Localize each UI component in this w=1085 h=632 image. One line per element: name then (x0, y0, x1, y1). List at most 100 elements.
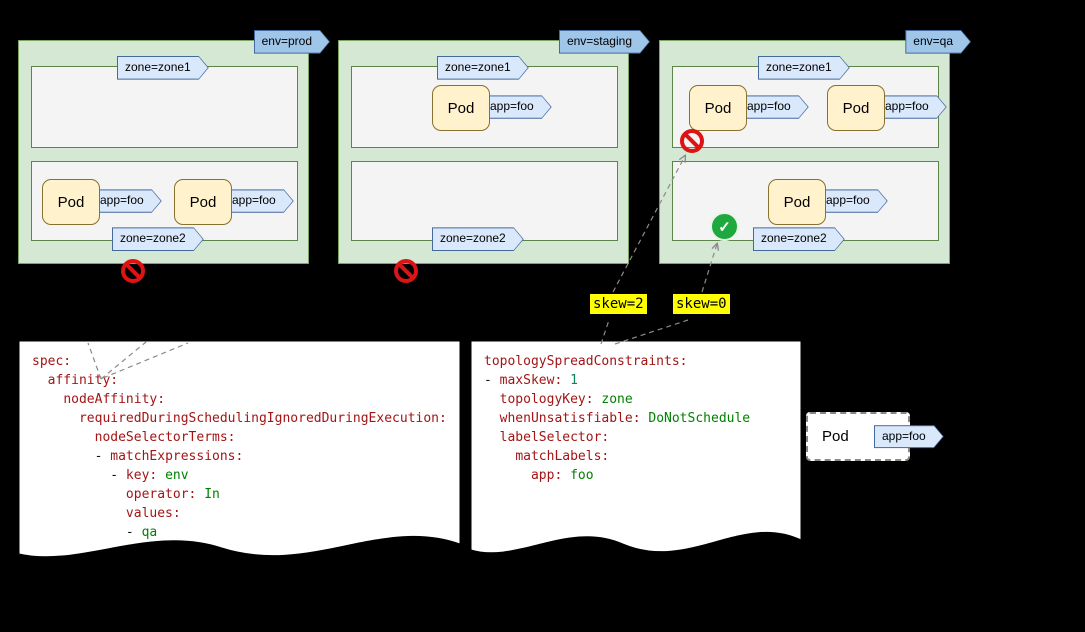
app-label-tag-text: app=foo (483, 96, 551, 118)
yaml-token (562, 373, 570, 388)
incoming-pod-app-tag-text: app=foo (875, 426, 943, 448)
incoming-pod-label: Pod (822, 428, 849, 445)
pod: Pod (768, 179, 826, 225)
pod: Pod (689, 85, 747, 131)
yaml-token (32, 411, 79, 426)
yaml-token: 1 (570, 373, 578, 388)
env-label-tag: env=staging (559, 30, 650, 54)
zone-label-tag-text: zone=zone1 (438, 57, 528, 79)
yaml-token (32, 392, 63, 407)
env-label-tag: env=prod (254, 30, 330, 54)
yaml-token: nodeAffinity: (63, 392, 166, 407)
yaml-token: In (204, 487, 220, 502)
accepted-icon (710, 212, 739, 241)
yaml-token: - (32, 468, 126, 483)
zone-label-tag-text: zone=zone1 (118, 57, 208, 79)
yaml-token (484, 430, 500, 445)
zone-label-tag: zone=zone2 (112, 227, 204, 251)
app-label-tag: app=foo (739, 95, 809, 119)
yaml-token: matchExpressions: (110, 449, 244, 464)
zone-label-tag: zone=zone2 (432, 227, 524, 251)
yaml-token: affinity: (47, 373, 119, 388)
env-label-tag-text: env=qa (906, 31, 970, 53)
yaml-token (484, 392, 500, 407)
env-label-tag-text: env=prod (255, 31, 329, 53)
node-affinity-yaml: spec: affinity: nodeAffinity: requiredDu… (18, 340, 461, 572)
yaml-token: labelSelector: (499, 430, 610, 445)
zone-label-tag-text: zone=zone2 (113, 228, 203, 250)
zone-box: zone=zone2 (351, 161, 618, 241)
yaml-token: - (32, 449, 111, 464)
yaml-token (484, 449, 515, 464)
document-shape (18, 340, 461, 558)
yaml-token (32, 430, 95, 445)
yaml-token: zone (601, 392, 633, 407)
app-label-tag: app=foo (877, 95, 947, 119)
yaml-token: maxSkew: (499, 373, 563, 388)
yaml-token: values: (125, 506, 181, 521)
yaml-code: spec: affinity: nodeAffinity: requiredDu… (18, 340, 461, 542)
rejected-icon (680, 129, 704, 153)
app-label-tag: app=foo (818, 189, 888, 213)
yaml-token: whenUnsatisfiable: (499, 411, 641, 426)
yaml-token: key: (125, 468, 158, 483)
yaml-token: spec: (32, 354, 72, 369)
zone-label-tag: zone=zone1 (117, 56, 209, 80)
yaml-token: - (32, 525, 142, 540)
app-label-tag-text: app=foo (225, 190, 293, 212)
yaml-token: DoNotSchedule (648, 411, 751, 426)
app-label-tag-text: app=foo (740, 96, 808, 118)
pod: Pod (827, 85, 885, 131)
yaml-token: app: (530, 468, 563, 483)
skew-label: skew=0 (673, 294, 730, 314)
yaml-token: qa (141, 525, 158, 540)
yaml-token: matchLabels: (515, 449, 610, 464)
yaml-token (32, 373, 48, 388)
rejected-icon (121, 259, 145, 283)
env-label-tag: env=qa (905, 30, 971, 54)
yaml-token: topologySpreadConstraints: (484, 354, 688, 369)
app-label-tag-text: app=foo (878, 96, 946, 118)
yaml-token: nodeSelectorTerms: (94, 430, 236, 445)
env-label-tag-text: env=staging (560, 31, 649, 53)
yaml-token (484, 468, 531, 483)
yaml-token (32, 487, 126, 502)
zone-label-tag-text: zone=zone2 (433, 228, 523, 250)
yaml-token: requiredDuringSchedulingIgnoredDuringExe… (78, 411, 447, 426)
yaml-token: env (165, 468, 189, 483)
yaml-token: - (484, 373, 500, 388)
rejected-icon (394, 259, 418, 283)
yaml-token: foo (570, 468, 594, 483)
zone-label-tag: zone=zone1 (758, 56, 850, 80)
incoming-pod-app-tag: app=foo (874, 425, 944, 449)
zone-label-tag-text: zone=zone2 (754, 228, 844, 250)
yaml-code: topologySpreadConstraints: - maxSkew: 1 … (470, 340, 802, 485)
pod: Pod (174, 179, 232, 225)
zone-box: zone=zone1 (31, 66, 298, 148)
app-label-tag: app=foo (92, 189, 162, 213)
pod: Pod (432, 85, 490, 131)
zone-label-tag: zone=zone1 (437, 56, 529, 80)
yaml-token (562, 468, 570, 483)
yaml-token (32, 506, 126, 521)
zone-label-tag: zone=zone2 (753, 227, 845, 251)
app-label-tag: app=foo (224, 189, 294, 213)
pod: Pod (42, 179, 100, 225)
